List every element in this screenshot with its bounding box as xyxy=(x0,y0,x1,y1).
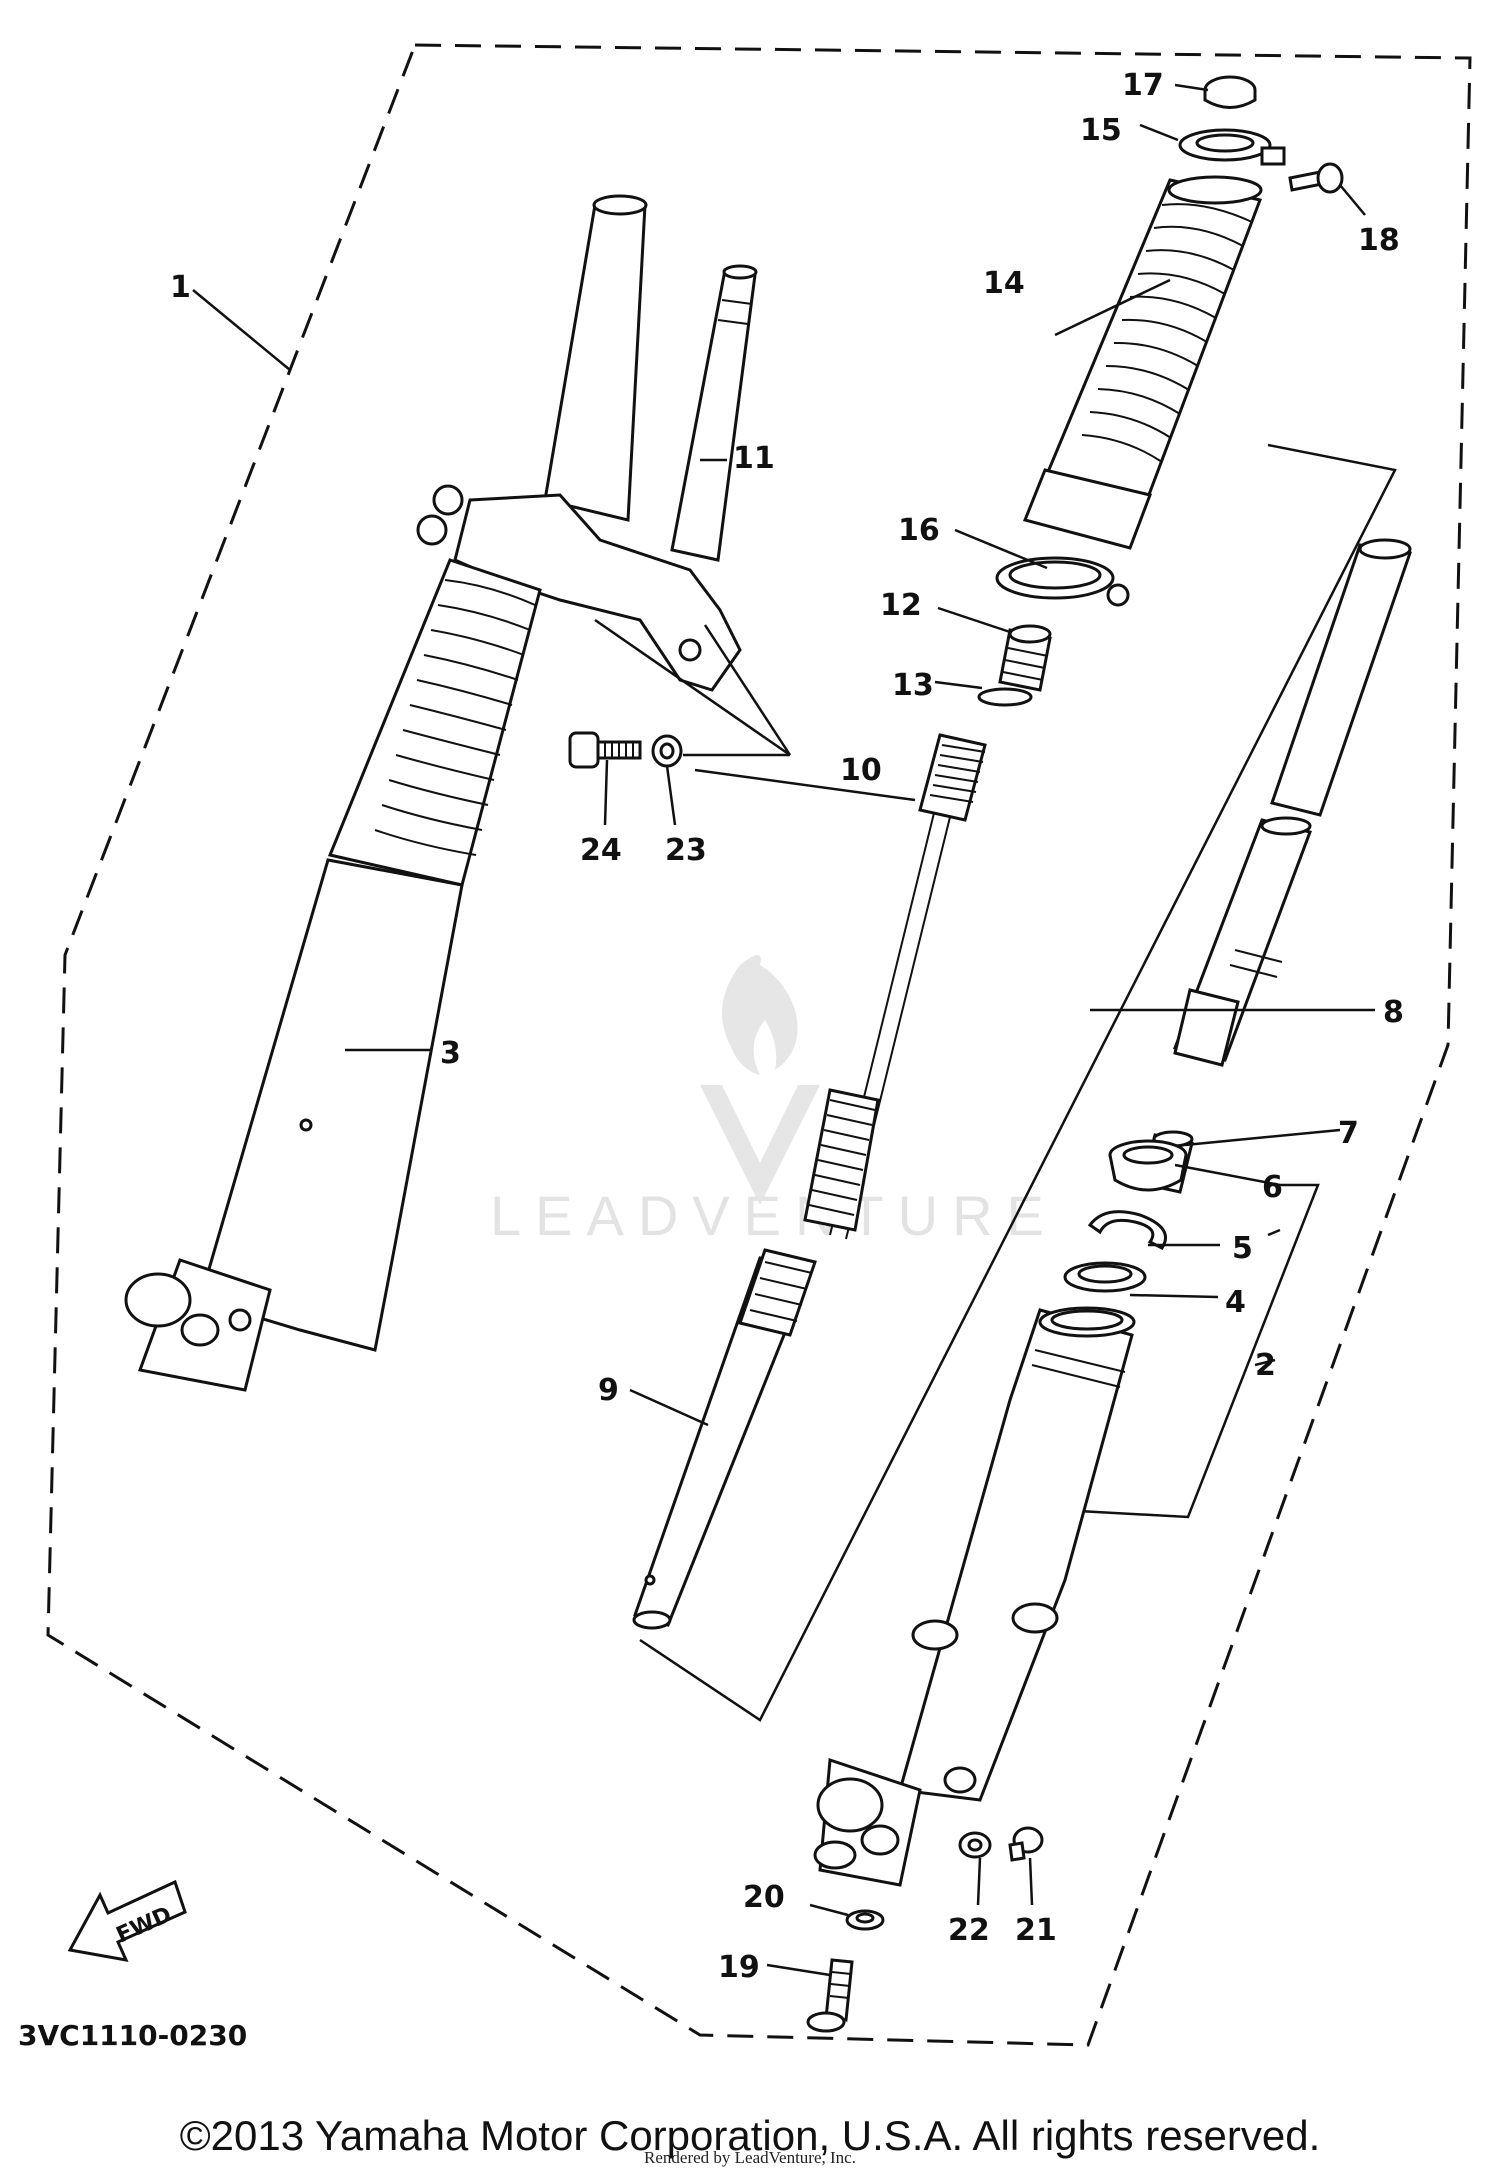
washer-22 xyxy=(958,1831,992,1859)
callout-19: 19 xyxy=(718,1950,760,1985)
callout-14: 14 xyxy=(983,266,1025,301)
washer-20 xyxy=(845,1909,885,1931)
callout-2: 2 xyxy=(1255,1348,1276,1383)
bolt-21 xyxy=(1008,1826,1044,1862)
clip-5 xyxy=(1087,1210,1167,1250)
bracket-line-center xyxy=(639,443,1397,1722)
callout-6: 6 xyxy=(1262,1170,1283,1205)
o-ring-13 xyxy=(977,687,1033,707)
callout-16: 16 xyxy=(898,513,940,548)
callout-5: 5 xyxy=(1232,1231,1253,1266)
washer-23 xyxy=(651,734,683,768)
bolt-24 xyxy=(568,731,642,769)
callout-23: 23 xyxy=(665,833,707,868)
damper-rod-9 xyxy=(632,1248,817,1630)
callout-8: 8 xyxy=(1383,995,1404,1030)
callout-3: 3 xyxy=(440,1036,461,1071)
callout-7: 7 xyxy=(1338,1116,1359,1151)
bolt-19 xyxy=(806,1958,854,2033)
bracket-line-2 xyxy=(1059,1183,1320,1519)
callout-9: 9 xyxy=(598,1373,619,1408)
callout-15: 15 xyxy=(1080,113,1122,148)
leadventure-watermark-logo xyxy=(700,955,820,1205)
callout-21: 21 xyxy=(1015,1913,1057,1948)
callout-12: 12 xyxy=(880,588,922,623)
outer-tube-2 xyxy=(813,1306,1136,1887)
washer-4 xyxy=(1063,1261,1147,1293)
watermark-text: LEADVENTURE xyxy=(490,1184,1058,1247)
fork-boot-14 xyxy=(1022,175,1263,550)
cap-bolt-12 xyxy=(998,624,1052,692)
leader-lines xyxy=(192,83,1375,1977)
callout-10: 10 xyxy=(840,753,882,788)
fwd-arrow-icon xyxy=(67,1879,187,1962)
clamp-15 xyxy=(1178,128,1286,166)
screw-18 xyxy=(1288,162,1344,194)
callout-11: 11 xyxy=(733,441,775,476)
assembly-outline xyxy=(46,43,1472,2047)
callout-4: 4 xyxy=(1225,1285,1246,1320)
callout-17: 17 xyxy=(1122,68,1164,103)
callout-1: 1 xyxy=(170,270,191,305)
diagram-code: 3VC1110-0230 xyxy=(18,2019,247,2052)
spring-10 xyxy=(803,733,987,1240)
leader-23-24 xyxy=(594,618,792,757)
copyright-notice: ©2013 Yamaha Motor Corporation, U.S.A. A… xyxy=(179,2112,1321,2159)
callout-20: 20 xyxy=(743,1880,785,1915)
rendered-by-notice: Rendered by LeadVenture, Inc. xyxy=(644,2148,856,2167)
assembled-fork-left xyxy=(124,194,758,1392)
oil-seal-6 xyxy=(1108,1139,1188,1192)
inner-tube-8 xyxy=(1172,538,1412,1067)
cap-17 xyxy=(1203,75,1257,109)
callout-13: 13 xyxy=(892,668,934,703)
callout-22: 22 xyxy=(948,1913,990,1948)
callout-18: 18 xyxy=(1358,223,1400,258)
callout-24: 24 xyxy=(580,833,622,868)
clamp-16 xyxy=(995,556,1130,607)
